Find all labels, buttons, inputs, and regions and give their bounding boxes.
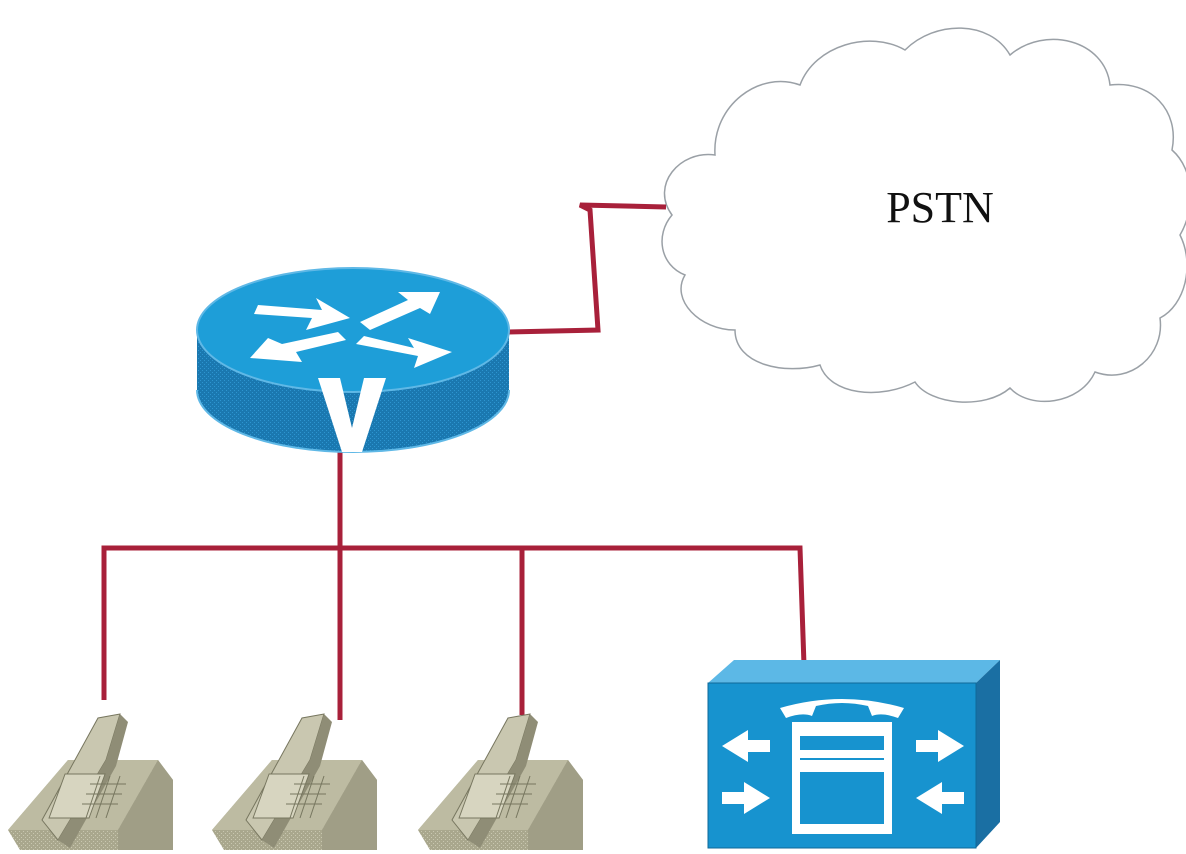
server-top [708,660,1000,683]
links [101,202,807,720]
router-arrows [250,292,452,368]
analog-phone-icon [418,713,583,850]
lan-bus [101,545,807,700]
server-side [976,660,1000,848]
arrow-right-top-icon [916,730,964,762]
phone-3 [418,713,583,850]
arrow-left-bottom-icon [916,782,964,814]
phone-1 [8,713,173,850]
voice-router-icon [196,267,510,453]
analog-phone-icon [8,713,173,850]
router-top [196,267,510,393]
analog-phone-icon [212,713,377,850]
pstn-label: PSTN [886,183,994,232]
arrow-right-icon [722,782,770,814]
pstn-cloud: PSTN [661,27,1186,403]
call-manager-icon [707,660,1000,849]
phone-2 [212,713,377,850]
cloud-outline [661,27,1186,403]
handset-icon [780,699,904,718]
router-voice-glyph [318,378,386,452]
router-to-pstn-link [507,202,667,335]
arrow-left-icon [722,730,770,762]
